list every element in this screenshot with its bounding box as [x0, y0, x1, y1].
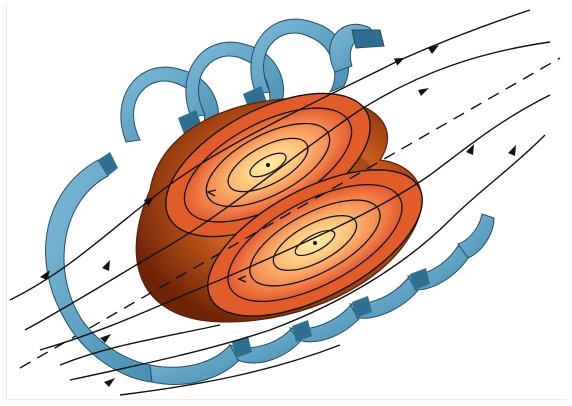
arrow-icon [418, 88, 429, 96]
arrow-icon [102, 260, 110, 271]
arrow-icon [104, 378, 115, 387]
arrow-icon [508, 145, 516, 156]
